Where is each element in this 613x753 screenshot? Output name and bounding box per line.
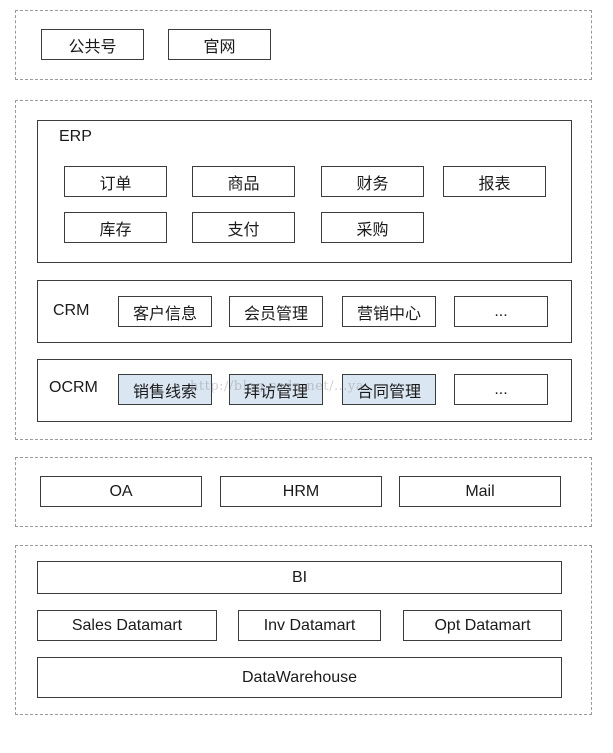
datamart-sales: Sales Datamart: [37, 610, 217, 641]
datamart-inv: Inv Datamart: [238, 610, 381, 641]
erp-item-baobiao: 报表: [443, 166, 546, 197]
erp-item-kucun: 库存: [64, 212, 167, 243]
crm-label: CRM: [53, 302, 90, 319]
office-item-mail: Mail: [399, 476, 561, 507]
ocrm-item-more: ...: [454, 374, 548, 405]
ocrm-item-xiaoshouxiansuo: 销售线索: [118, 374, 212, 405]
crm-item-kehuxinxi: 客户信息: [118, 296, 212, 327]
office-item-hrm: HRM: [220, 476, 382, 507]
ocrm-item-hetongguanli: 合同管理: [342, 374, 436, 405]
erp-item-caiwu: 财务: [321, 166, 424, 197]
datamart-opt: Opt Datamart: [403, 610, 562, 641]
box-gonggonghao: 公共号: [41, 29, 144, 60]
erp-item-caigou: 采购: [321, 212, 424, 243]
datawarehouse-box: DataWarehouse: [37, 657, 562, 698]
ocrm-label: OCRM: [49, 379, 98, 396]
ocrm-item-baifangguanli: 拜访管理: [229, 374, 323, 405]
erp-label: ERP: [59, 128, 92, 145]
crm-item-more: ...: [454, 296, 548, 327]
box-guanwang: 官网: [168, 29, 271, 60]
erp-item-dingdan: 订单: [64, 166, 167, 197]
bi-box: BI: [37, 561, 562, 594]
erp-item-zhifu: 支付: [192, 212, 295, 243]
crm-item-huiyuanguanli: 会员管理: [229, 296, 323, 327]
crm-item-yingxiaozhongxin: 营销中心: [342, 296, 436, 327]
erp-item-shangpin: 商品: [192, 166, 295, 197]
office-item-oa: OA: [40, 476, 202, 507]
